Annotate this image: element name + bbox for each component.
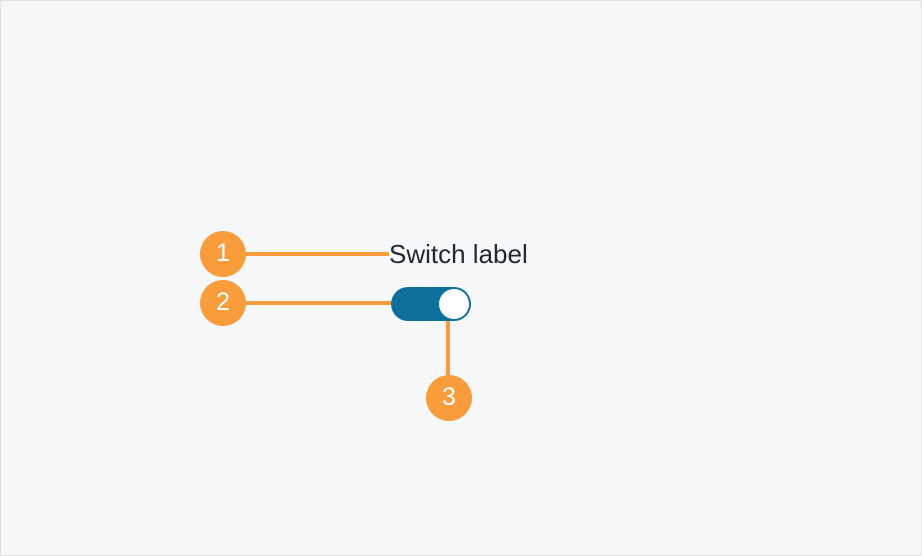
leader-line-3 xyxy=(446,303,450,385)
callout-marker-3: 3 xyxy=(426,375,472,421)
switch-knob[interactable] xyxy=(439,289,469,319)
callout-marker-1: 1 xyxy=(200,231,246,277)
callout-number-2: 2 xyxy=(216,287,230,316)
switch-component: Switch label xyxy=(389,235,528,321)
callout-number-3: 3 xyxy=(442,382,456,411)
switch-toggle[interactable] xyxy=(391,287,471,321)
leader-line-1 xyxy=(241,252,389,256)
leader-line-2 xyxy=(241,301,393,305)
callout-marker-2: 2 xyxy=(200,280,246,326)
switch-label: Switch label xyxy=(389,239,528,269)
callout-number-1: 1 xyxy=(216,238,230,267)
